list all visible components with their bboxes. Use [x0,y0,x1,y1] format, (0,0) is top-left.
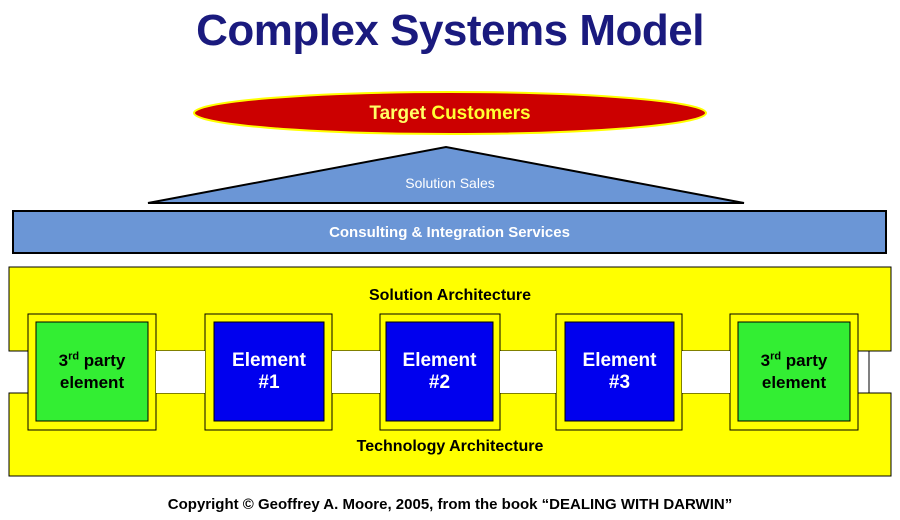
element-box-5 [737,321,851,422]
element-box-3 [385,321,494,422]
technology-architecture-label: Technology Architecture [356,438,544,455]
party-rest: party [79,350,126,370]
element-line1: Element [582,349,657,371]
customers-word: Customers [431,103,531,124]
element-line2: #1 [258,371,280,393]
party-rest: party [781,350,828,370]
element-label-3: Element#2 [386,322,493,421]
element-box-4 [564,321,675,422]
channel-gap-3 [500,351,556,393]
channel-gap-1 [156,351,205,393]
solution-sales-triangle [147,145,745,204]
target-customers-label: Target Customers [194,103,706,125]
channel-gap-4 [682,351,730,393]
element-label-4: Element#3 [565,322,674,421]
target-customers-ellipse [193,91,707,135]
element-box-1 [35,321,149,422]
party-num: 3 [58,350,69,370]
channel-gap-2 [332,351,380,393]
element-box-2 [213,321,325,422]
party-sup: rd [770,349,782,362]
diagram-title: Complex Systems Model [196,6,704,55]
element-label-2: Element#1 [214,322,324,421]
element-label-1: 3rd party element [36,322,148,421]
party-sup: rd [68,349,80,362]
party-num: 3 [760,350,771,370]
party-line2: element [761,372,827,392]
element-line1: Element [232,349,306,371]
element-line2: #2 [428,371,451,393]
copyright-text: Copyright © Geoffrey A. Moore, 2005, fro… [167,496,733,513]
element-line2: #3 [608,371,631,393]
solution-sales-label: Solution Sales [405,175,495,191]
target-word: Target [369,103,427,124]
consulting-label: Consulting & Integration Services [329,224,570,241]
party-line2: element [59,372,125,392]
consulting-band [12,210,887,254]
element-label-5: 3rd party element [738,322,850,421]
element-line1: Element [402,349,477,371]
solution-architecture-label: Solution Architecture [368,287,532,304]
